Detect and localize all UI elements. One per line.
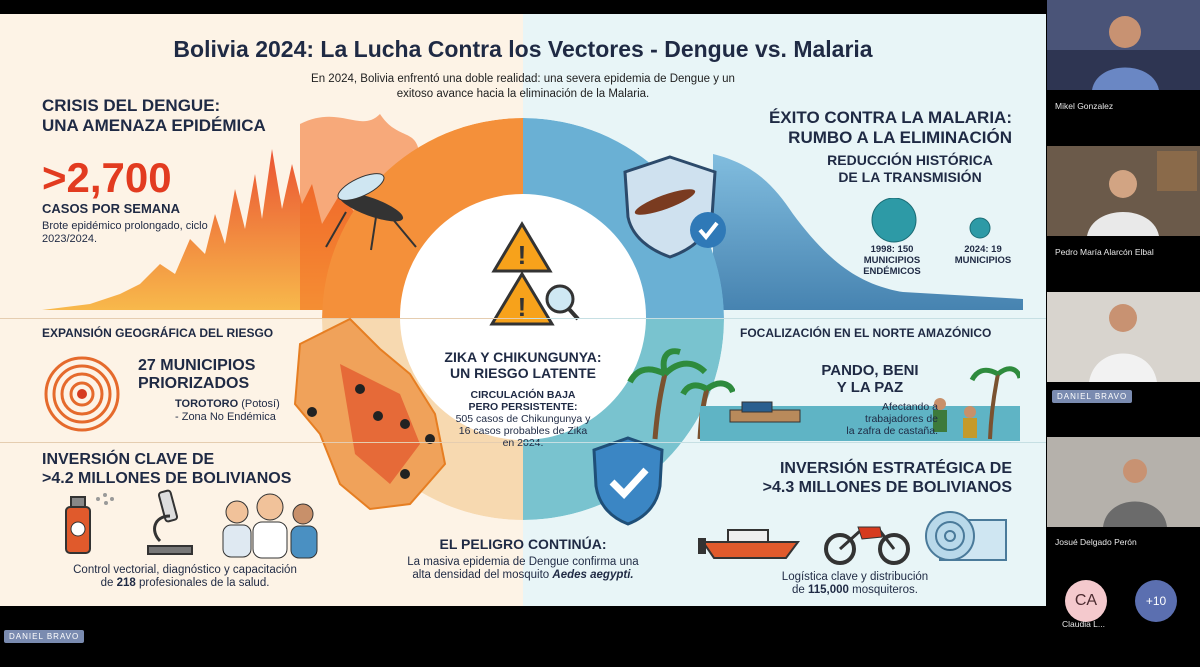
reduccion-header: REDUCCIÓN HISTÓRICA DE LA TRANSMISIÓN	[827, 152, 993, 185]
participant-name-badge: DANIEL BRAVO	[1052, 390, 1133, 403]
malaria-2024: 2024: 19 MUNICIPIOS	[954, 244, 1012, 266]
afectando-note: Afectando a trabajadores de la zafra de …	[846, 401, 938, 437]
malaria-decline-curve	[713, 154, 1023, 310]
shared-screen-slide: ! ! Bolivia 2024: La Lucha Contra los Ve…	[0, 14, 1046, 606]
malaria-investment-caption: Logística clave y distribución de 115,00…	[781, 571, 929, 596]
divider	[523, 318, 1046, 319]
geo-header: EXPANSIÓN GEOGRÁFICA DEL RIESGO	[42, 326, 274, 340]
amazon-depts: PANDO, BENI Y LA PAZ	[821, 362, 919, 396]
participant-name: Josué Delgado Perón	[1055, 537, 1137, 547]
participant-tile-mikel[interactable]	[1047, 0, 1200, 90]
bolivia-map	[293, 317, 447, 511]
microscope-icon	[147, 489, 193, 555]
participant-name: Pedro María Alarcón Elbal	[1055, 247, 1154, 257]
spray-can-icon	[65, 493, 114, 554]
participant-video	[1089, 304, 1157, 382]
dengue-investment-caption: Control vectorial, diagnóstico y capacit…	[73, 564, 297, 589]
dengue-note: Brote epidémico prolongado, ciclo 2023/2…	[42, 220, 208, 245]
participant-name: Mikel Gonzalez	[1055, 101, 1114, 111]
mosquito-net-roll-icon	[925, 511, 1007, 561]
mosquito-icon	[325, 173, 417, 251]
boat-icon	[698, 529, 800, 559]
divider	[0, 318, 523, 319]
peligro-text: La masiva epidemia de Dengue confirma un…	[407, 556, 639, 581]
dengue-investment: INVERSIÓN CLAVE DE >4.2 MILLONES DE BOLI…	[42, 451, 292, 487]
health-workers-icon	[222, 493, 318, 559]
zika-details: CIRCULACIÓN BAJA PERO PERSISTENTE: 505 c…	[455, 389, 591, 449]
participant-video	[1047, 16, 1200, 90]
svg-text:!: !	[518, 292, 527, 322]
participant-video	[1087, 151, 1197, 236]
dengue-cases-number: >2,700	[42, 154, 172, 201]
torotoro-note: TOROTORO (Potosí) - Zona No Endémica	[175, 398, 280, 423]
slide-subtitle: En 2024, Bolivia enfrentó una doble real…	[311, 73, 735, 100]
participant-avatar[interactable]: CA	[1065, 580, 1107, 622]
slide-title: Bolivia 2024: La Lucha Contra los Vector…	[173, 36, 873, 62]
dengue-header: CRISIS DEL DENGUE: UNA AMENAZA EPIDÉMICA	[42, 96, 266, 135]
target-icon	[44, 356, 120, 432]
municipios-count: 27 MUNICIPIOS PRIORIZADOS	[138, 357, 256, 392]
warning-mosquito-icon: ! !	[489, 221, 580, 326]
more-participants-button[interactable]: +10	[1135, 580, 1177, 622]
participant-tile-josue[interactable]	[1047, 437, 1200, 527]
divider	[0, 442, 523, 443]
malaria-header: ÉXITO CONTRA LA MALARIA: RUMBO A LA ELIM…	[768, 108, 1012, 147]
divider	[523, 442, 1046, 443]
participant-tile-pedro[interactable]	[1047, 146, 1200, 236]
participant-name: Claudia L...	[1062, 619, 1105, 629]
malaria-1998: 1998: 150 MUNICIPIOS ENDÉMICOS	[863, 244, 921, 277]
zika-header: ZIKA Y CHIKUNGUNYA: UN RIESGO LATENTE	[444, 349, 602, 381]
malaria-investment: INVERSIÓN ESTRATÉGICA DE >4.3 MILLONES D…	[762, 460, 1012, 496]
shield-check-icon	[592, 436, 664, 526]
participant-video	[1103, 459, 1167, 527]
svg-text:!: !	[518, 240, 527, 270]
amazon-river-scene	[700, 366, 1020, 441]
municipios-clusters-icon	[871, 198, 991, 243]
presenter-name-badge: DANIEL BRAVO	[4, 630, 85, 643]
shield-mosquito-icon	[623, 155, 726, 259]
focal-header: FOCALIZACIÓN EN EL NORTE AMAZÓNICO	[740, 326, 992, 340]
peligro-header: EL PELIGRO CONTINÚA:	[439, 536, 607, 552]
dengue-cases-label: CASOS POR SEMANA	[42, 201, 180, 216]
motorcycle-icon	[824, 526, 910, 565]
participant-tile-daniel[interactable]	[1047, 292, 1200, 382]
